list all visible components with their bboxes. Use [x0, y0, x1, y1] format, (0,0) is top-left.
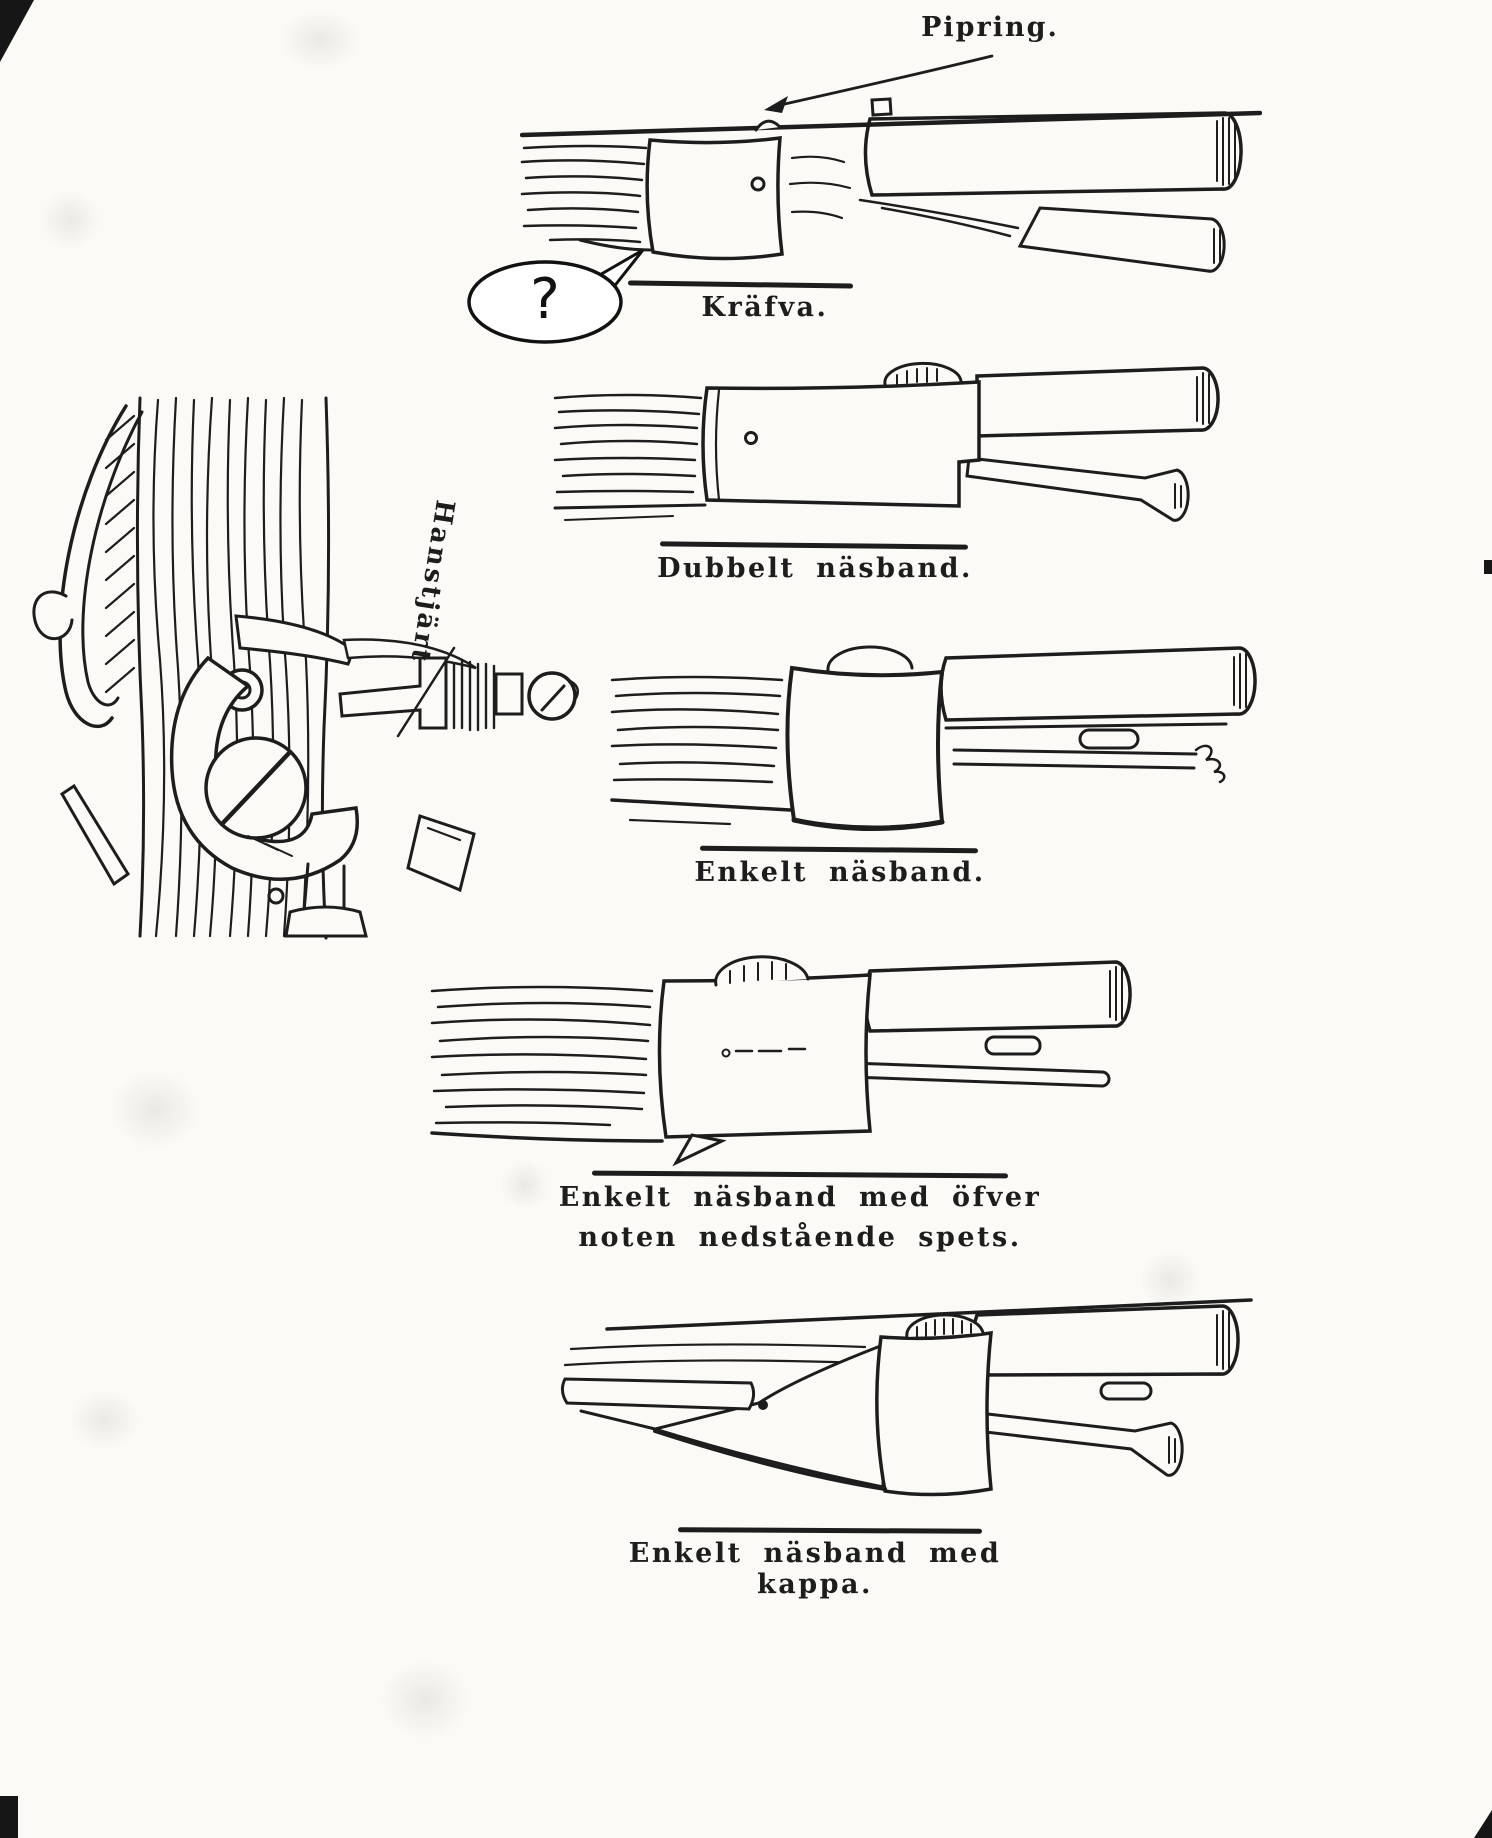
pipring-label: Pipring. [921, 12, 1059, 43]
scan-smudge [70, 1390, 140, 1450]
figure-enkelt-naesband-spets-illustration [430, 955, 1132, 1167]
figure-enkelt-naesband-kappa-illustration [560, 1298, 1253, 1497]
scan-corner-mark [1474, 1810, 1492, 1838]
caption-rule-spets [591, 1170, 1009, 1179]
figure-dubbelt-naesband-illustration [553, 361, 1220, 522]
figure-flintlock-illustration [32, 396, 579, 940]
scan-smudge [500, 1160, 550, 1210]
scan-smudge [380, 1660, 470, 1740]
caption-rule-enkelt [699, 845, 979, 854]
caption-enkelt-naesband-spets-line1: Enkelt näsband med öfver [558, 1182, 1042, 1213]
scan-edge-mark [1484, 560, 1492, 574]
figure-enkelt-naesband-illustration [610, 645, 1257, 832]
figure-kraefva-illustration [520, 97, 1262, 273]
caption-dubbelt-naesband: Dubbelt näsband. [657, 553, 973, 584]
scan-smudge [1140, 1250, 1200, 1310]
caption-enkelt-naesband-kappa: Enkelt näsband med kappa. [628, 1538, 1002, 1600]
scan-smudge [110, 1070, 200, 1150]
question-mark-label: ? [530, 267, 560, 332]
caption-enkelt-naesband-spets-line2: noten nedstående spets. [578, 1222, 1022, 1253]
scan-smudge [40, 190, 100, 250]
scan-corner-mark [0, 1796, 18, 1838]
caption-enkelt-naesband: Enkelt näsband. [694, 857, 986, 888]
scan-corner-mark [0, 0, 34, 62]
caption-kraefva: Kräfva. [701, 292, 829, 323]
pipring-arrow [764, 54, 994, 113]
scan-smudge [280, 10, 360, 70]
speech-bubble [467, 248, 645, 344]
